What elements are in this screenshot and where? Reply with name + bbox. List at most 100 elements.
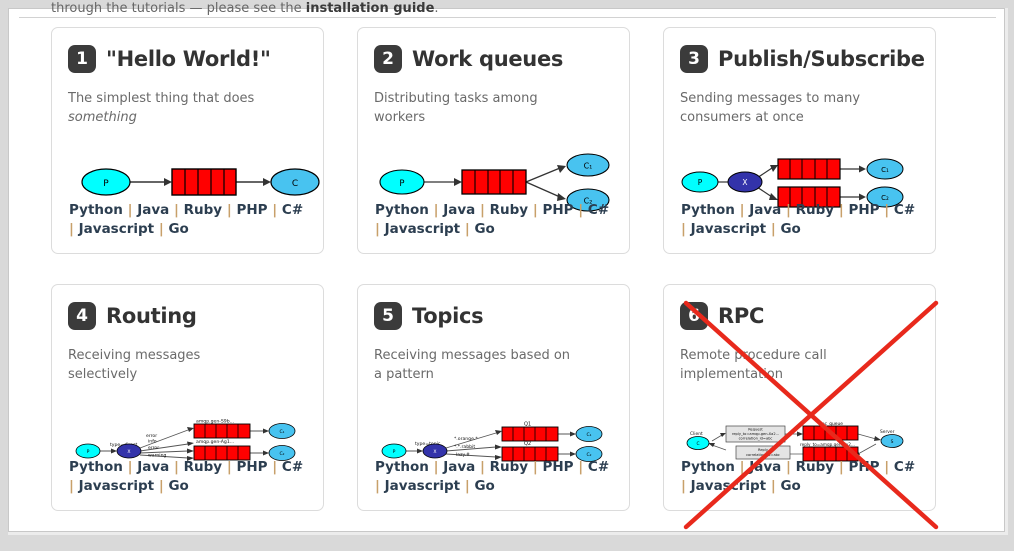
lang-link-ruby[interactable]: Ruby — [795, 201, 835, 218]
lang-separator: | — [464, 220, 470, 237]
lang-link-javascript[interactable]: Javascript — [78, 220, 155, 237]
tutorial-card-publish-subscribe[interactable]: 3 Publish/Subscribe Sending messages to … — [663, 27, 936, 254]
card-title: Topics — [412, 304, 484, 328]
language-links: Python | Java | Ruby | PHP | C# | Javasc… — [375, 201, 617, 239]
lang-link-php[interactable]: PHP — [542, 458, 574, 475]
lang-link-csharp[interactable]: C# — [893, 201, 916, 218]
lang-link-javascript[interactable]: Javascript — [384, 220, 461, 237]
lang-link-go[interactable]: Go — [168, 477, 189, 494]
card-title: RPC — [718, 304, 765, 328]
lang-separator: | — [681, 477, 686, 494]
lang-link-ruby[interactable]: Ruby — [489, 201, 529, 218]
language-links: Python | Java | Ruby | PHP | C# | Javasc… — [69, 458, 311, 496]
binding-label: lazy.# — [456, 452, 470, 458]
lang-link-csharp[interactable]: C# — [587, 458, 610, 475]
lang-link-python[interactable]: Python — [375, 201, 429, 218]
lang-link-ruby[interactable]: Ruby — [183, 201, 223, 218]
lang-link-python[interactable]: Python — [69, 201, 123, 218]
card-description: Remote procedure call implementation — [680, 347, 880, 385]
lang-link-php[interactable]: PHP — [848, 458, 880, 475]
svg-text:C: C — [696, 441, 699, 447]
card-description-line1: Receiving messages — [68, 348, 201, 363]
reply-queue-label: reply_to=amqp.gen-Xa2... — [800, 442, 855, 447]
lang-separator: | — [681, 220, 686, 237]
lang-link-go[interactable]: Go — [474, 220, 495, 237]
lang-link-java[interactable]: Java — [443, 458, 476, 475]
lang-link-csharp[interactable]: C# — [893, 458, 916, 475]
lang-link-ruby[interactable]: Ruby — [795, 458, 835, 475]
svg-text:reply_to=amqp.gen-Xa2...: reply_to=amqp.gen-Xa2... — [732, 432, 779, 436]
lang-link-ruby[interactable]: Ruby — [489, 458, 529, 475]
lang-link-javascript[interactable]: Javascript — [690, 477, 767, 494]
svg-text:C₂: C₂ — [881, 194, 889, 202]
card-header: 3 Publish/Subscribe — [680, 42, 925, 76]
lang-separator: | — [226, 201, 232, 218]
lang-separator: | — [838, 201, 844, 218]
topics-diagram: type=topic *.orange.* *.*.rabbit lazy.# … — [374, 413, 619, 468]
lang-separator: | — [739, 201, 745, 218]
work-queues-diagram: P C₁ C₂ — [374, 153, 619, 212]
lang-link-python[interactable]: Python — [681, 458, 735, 475]
queue-name-label: amqp.gen-S9b... — [196, 419, 234, 425]
svg-text:P: P — [393, 449, 396, 455]
svg-text:correlation_id=abc: correlation_id=abc — [739, 437, 773, 441]
card-description-line2: implementation — [680, 366, 784, 382]
exchange-type-label: type=topic — [415, 441, 441, 447]
language-links: Python | Java | Ruby | PHP | C# | Javasc… — [681, 201, 923, 239]
lang-link-go[interactable]: Go — [780, 220, 801, 237]
lang-link-php[interactable]: PHP — [236, 458, 268, 475]
lang-link-java[interactable]: Java — [749, 201, 782, 218]
lang-link-php[interactable]: PHP — [848, 201, 880, 218]
card-number-badge: 5 — [374, 302, 402, 330]
lang-link-csharp[interactable]: C# — [281, 458, 304, 475]
lang-separator: | — [226, 458, 232, 475]
lang-separator: | — [770, 220, 776, 237]
tutorial-card-hello-world[interactable]: 1 "Hello World!" The simplest thing that… — [51, 27, 324, 254]
tutorial-card-work-queues[interactable]: 2 Work queues Distributing tasks among w… — [357, 27, 630, 254]
client-label: Client — [690, 431, 703, 437]
svg-text:C₂: C₂ — [279, 451, 284, 457]
lang-link-java[interactable]: Java — [137, 458, 170, 475]
lang-separator: | — [127, 201, 133, 218]
tutorial-card-rpc[interactable]: 6 RPC Remote procedure call implementati… — [663, 284, 936, 511]
card-description-line1: Sending messages to many — [680, 91, 861, 106]
lang-separator: | — [838, 458, 844, 475]
lang-link-ruby[interactable]: Ruby — [183, 458, 223, 475]
card-description-line1: Remote procedure call — [680, 348, 827, 363]
lang-separator: | — [375, 220, 380, 237]
lang-separator: | — [578, 458, 584, 475]
lang-link-python[interactable]: Python — [681, 201, 735, 218]
card-number-badge: 2 — [374, 45, 402, 73]
binding-label: error — [148, 445, 159, 451]
lang-link-csharp[interactable]: C# — [587, 201, 610, 218]
lang-link-php[interactable]: PHP — [542, 201, 574, 218]
card-number-badge: 1 — [68, 45, 96, 73]
lang-link-java[interactable]: Java — [137, 201, 170, 218]
svg-text:X: X — [127, 449, 130, 455]
svg-text:C₁: C₁ — [279, 429, 284, 435]
card-number-badge: 4 — [68, 302, 96, 330]
card-header: 1 "Hello World!" — [68, 42, 307, 76]
installation-guide-link[interactable]: installation guide — [305, 1, 435, 15]
svg-text:P: P — [399, 179, 404, 189]
tutorial-card-routing[interactable]: 4 Routing Receiving messages selectively — [51, 284, 324, 511]
lang-link-go[interactable]: Go — [168, 220, 189, 237]
lang-separator: | — [786, 458, 791, 475]
lang-link-go[interactable]: Go — [474, 477, 495, 494]
lang-link-javascript[interactable]: Javascript — [384, 477, 461, 494]
lang-link-java[interactable]: Java — [749, 458, 782, 475]
lang-link-javascript[interactable]: Javascript — [690, 220, 767, 237]
card-description: The simplest thing that does something — [68, 90, 268, 128]
card-title: Publish/Subscribe — [718, 47, 925, 71]
lang-link-python[interactable]: Python — [69, 458, 123, 475]
svg-text:C₂: C₂ — [584, 197, 593, 206]
tutorial-card-topics[interactable]: 5 Topics Receiving messages based on a p… — [357, 284, 630, 511]
lang-link-java[interactable]: Java — [443, 201, 476, 218]
lang-link-php[interactable]: PHP — [236, 201, 268, 218]
svg-text:P: P — [698, 178, 703, 187]
lang-link-python[interactable]: Python — [375, 458, 429, 475]
lang-link-csharp[interactable]: C# — [281, 201, 304, 218]
lang-link-javascript[interactable]: Javascript — [78, 477, 155, 494]
lang-link-go[interactable]: Go — [780, 477, 801, 494]
binding-label: warning — [148, 453, 166, 459]
